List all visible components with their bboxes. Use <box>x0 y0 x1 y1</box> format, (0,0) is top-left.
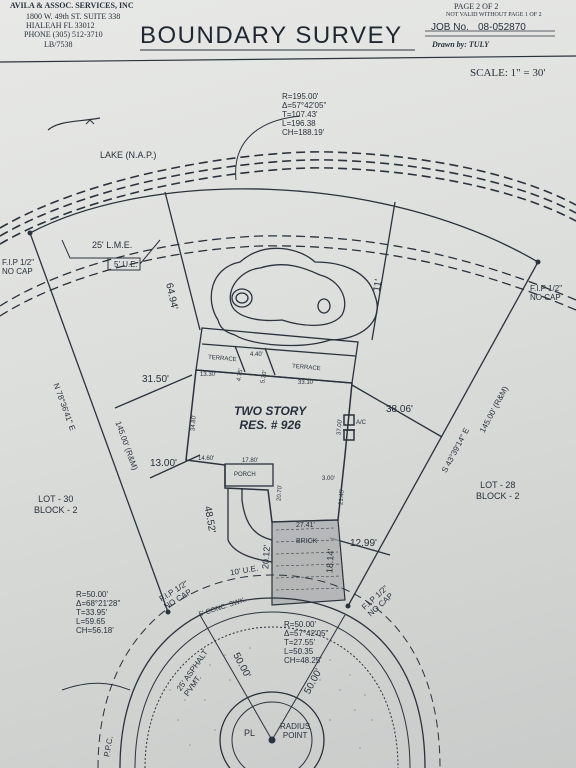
pool <box>210 247 378 347</box>
dim-14-60: 14.60' <box>198 456 215 462</box>
lake-label: LAKE (N.A.P.) <box>100 150 157 160</box>
company-phone: PHONE (305) 512-3710 <box>24 30 103 39</box>
license-number: LB/7538 <box>44 40 73 49</box>
lake-shoreline <box>0 151 576 317</box>
lot-lines <box>29 188 539 613</box>
dim-17-80: 17.80' <box>242 458 259 464</box>
curve-data-left: R=50.00' Δ=68°21'28" T=33.95' L=59.65 CH… <box>76 590 121 635</box>
lot-30-label: LOT - 30 BLOCK - 2 <box>34 494 78 515</box>
drawn-by: Drawn by: TULY <box>432 40 490 49</box>
brick-label: BRICK <box>296 538 318 545</box>
dim-4-40: 4.40' <box>250 352 263 358</box>
scale-label: SCALE: 1" = 30' <box>470 67 546 79</box>
fip-right-label: F.I.P 1/2" NO CAP <box>530 284 563 302</box>
dim-21-45: 21.45' <box>338 488 346 506</box>
curve-data-right: R=50.00' Δ=57°42'05" T=27.55' L=50.35 CH… <box>284 620 329 665</box>
job-number: 08-052870 <box>478 22 526 33</box>
porch-label: PORCH <box>234 472 256 478</box>
dim-20-12: 20.12' <box>260 544 272 570</box>
curve-data-top: R=195.00' Δ=57°42'05" T=107.43' L=196.38… <box>282 92 327 137</box>
residence-label: TWO STORY RES. # 926 <box>234 404 307 432</box>
ac-label: A/C <box>356 420 367 426</box>
dim-34-80: 34.80' <box>190 414 198 432</box>
cul-de-sac <box>97 574 441 768</box>
page-label: PAGE 2 OF 2 <box>454 2 499 11</box>
page-title: BOUNDARY SURVEY <box>140 22 403 49</box>
radius-point-label: RADIUS POINT <box>280 722 311 740</box>
dim-27-41: 27.41' <box>296 522 315 529</box>
job-label: JOB No. <box>431 22 469 33</box>
page-note: NOT VALID WITHOUT PAGE 1 OF 2 <box>446 12 542 18</box>
house-outline <box>185 369 355 523</box>
dim-20-70: 20.70' <box>276 484 284 502</box>
fip-left-label: F.I.P 1/2" NO CAP <box>2 258 35 276</box>
lme-label: 25' L.M.E. <box>92 240 133 250</box>
dim-18-14: 18.14' <box>324 548 336 574</box>
ue-label: 5' U.E. <box>114 260 138 269</box>
pl-label: PL <box>244 728 256 738</box>
dim-37-00: 37.00' <box>336 418 344 436</box>
company-name: AVILA & ASSOC. SERVICES, INC <box>10 1 134 10</box>
dim-3-00: 3.00' <box>322 476 335 482</box>
dim-12-99: 12.99' <box>350 538 377 549</box>
dim-13-00: 13.00' <box>150 458 177 469</box>
brick-driveway <box>271 519 346 606</box>
dim-33-10: 33.10' <box>298 380 315 386</box>
company-city: HIALEAH FL 33012 <box>26 21 95 30</box>
dim-11: 11' <box>371 278 385 293</box>
dim-31-50: 31.50' <box>142 374 169 385</box>
dim-13-30: 13.30' <box>200 372 217 378</box>
asphalt-stipple <box>169 647 373 749</box>
company-address: 1800 W. 49th ST. SUITE 338 <box>26 12 121 21</box>
dim-38-06: 38.06' <box>386 404 413 415</box>
lot-28-label: LOT - 28 BLOCK - 2 <box>476 480 520 501</box>
